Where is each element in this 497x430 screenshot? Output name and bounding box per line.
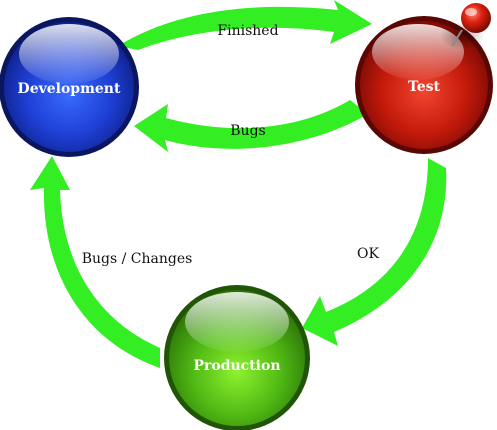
development-label: Development bbox=[18, 81, 121, 97]
bugs-changes-arrow bbox=[30, 156, 160, 368]
bugs-arrow bbox=[134, 100, 368, 152]
pushpin-icon bbox=[440, 3, 491, 50]
finished-label: Finished bbox=[217, 23, 278, 39]
ok-arrow bbox=[302, 158, 447, 346]
ok-label: OK bbox=[357, 246, 379, 262]
production-label: Production bbox=[193, 358, 280, 374]
bugs-label: Bugs bbox=[230, 123, 265, 139]
production-gloss bbox=[185, 292, 289, 352]
development-node[interactable]: Development bbox=[0, 17, 139, 157]
production-node[interactable]: Production bbox=[164, 285, 310, 430]
test-label: Test bbox=[408, 79, 441, 95]
bugs-changes-label: Bugs / Changes bbox=[82, 251, 193, 267]
development-gloss bbox=[19, 24, 119, 84]
finished-arrow bbox=[118, 0, 372, 50]
